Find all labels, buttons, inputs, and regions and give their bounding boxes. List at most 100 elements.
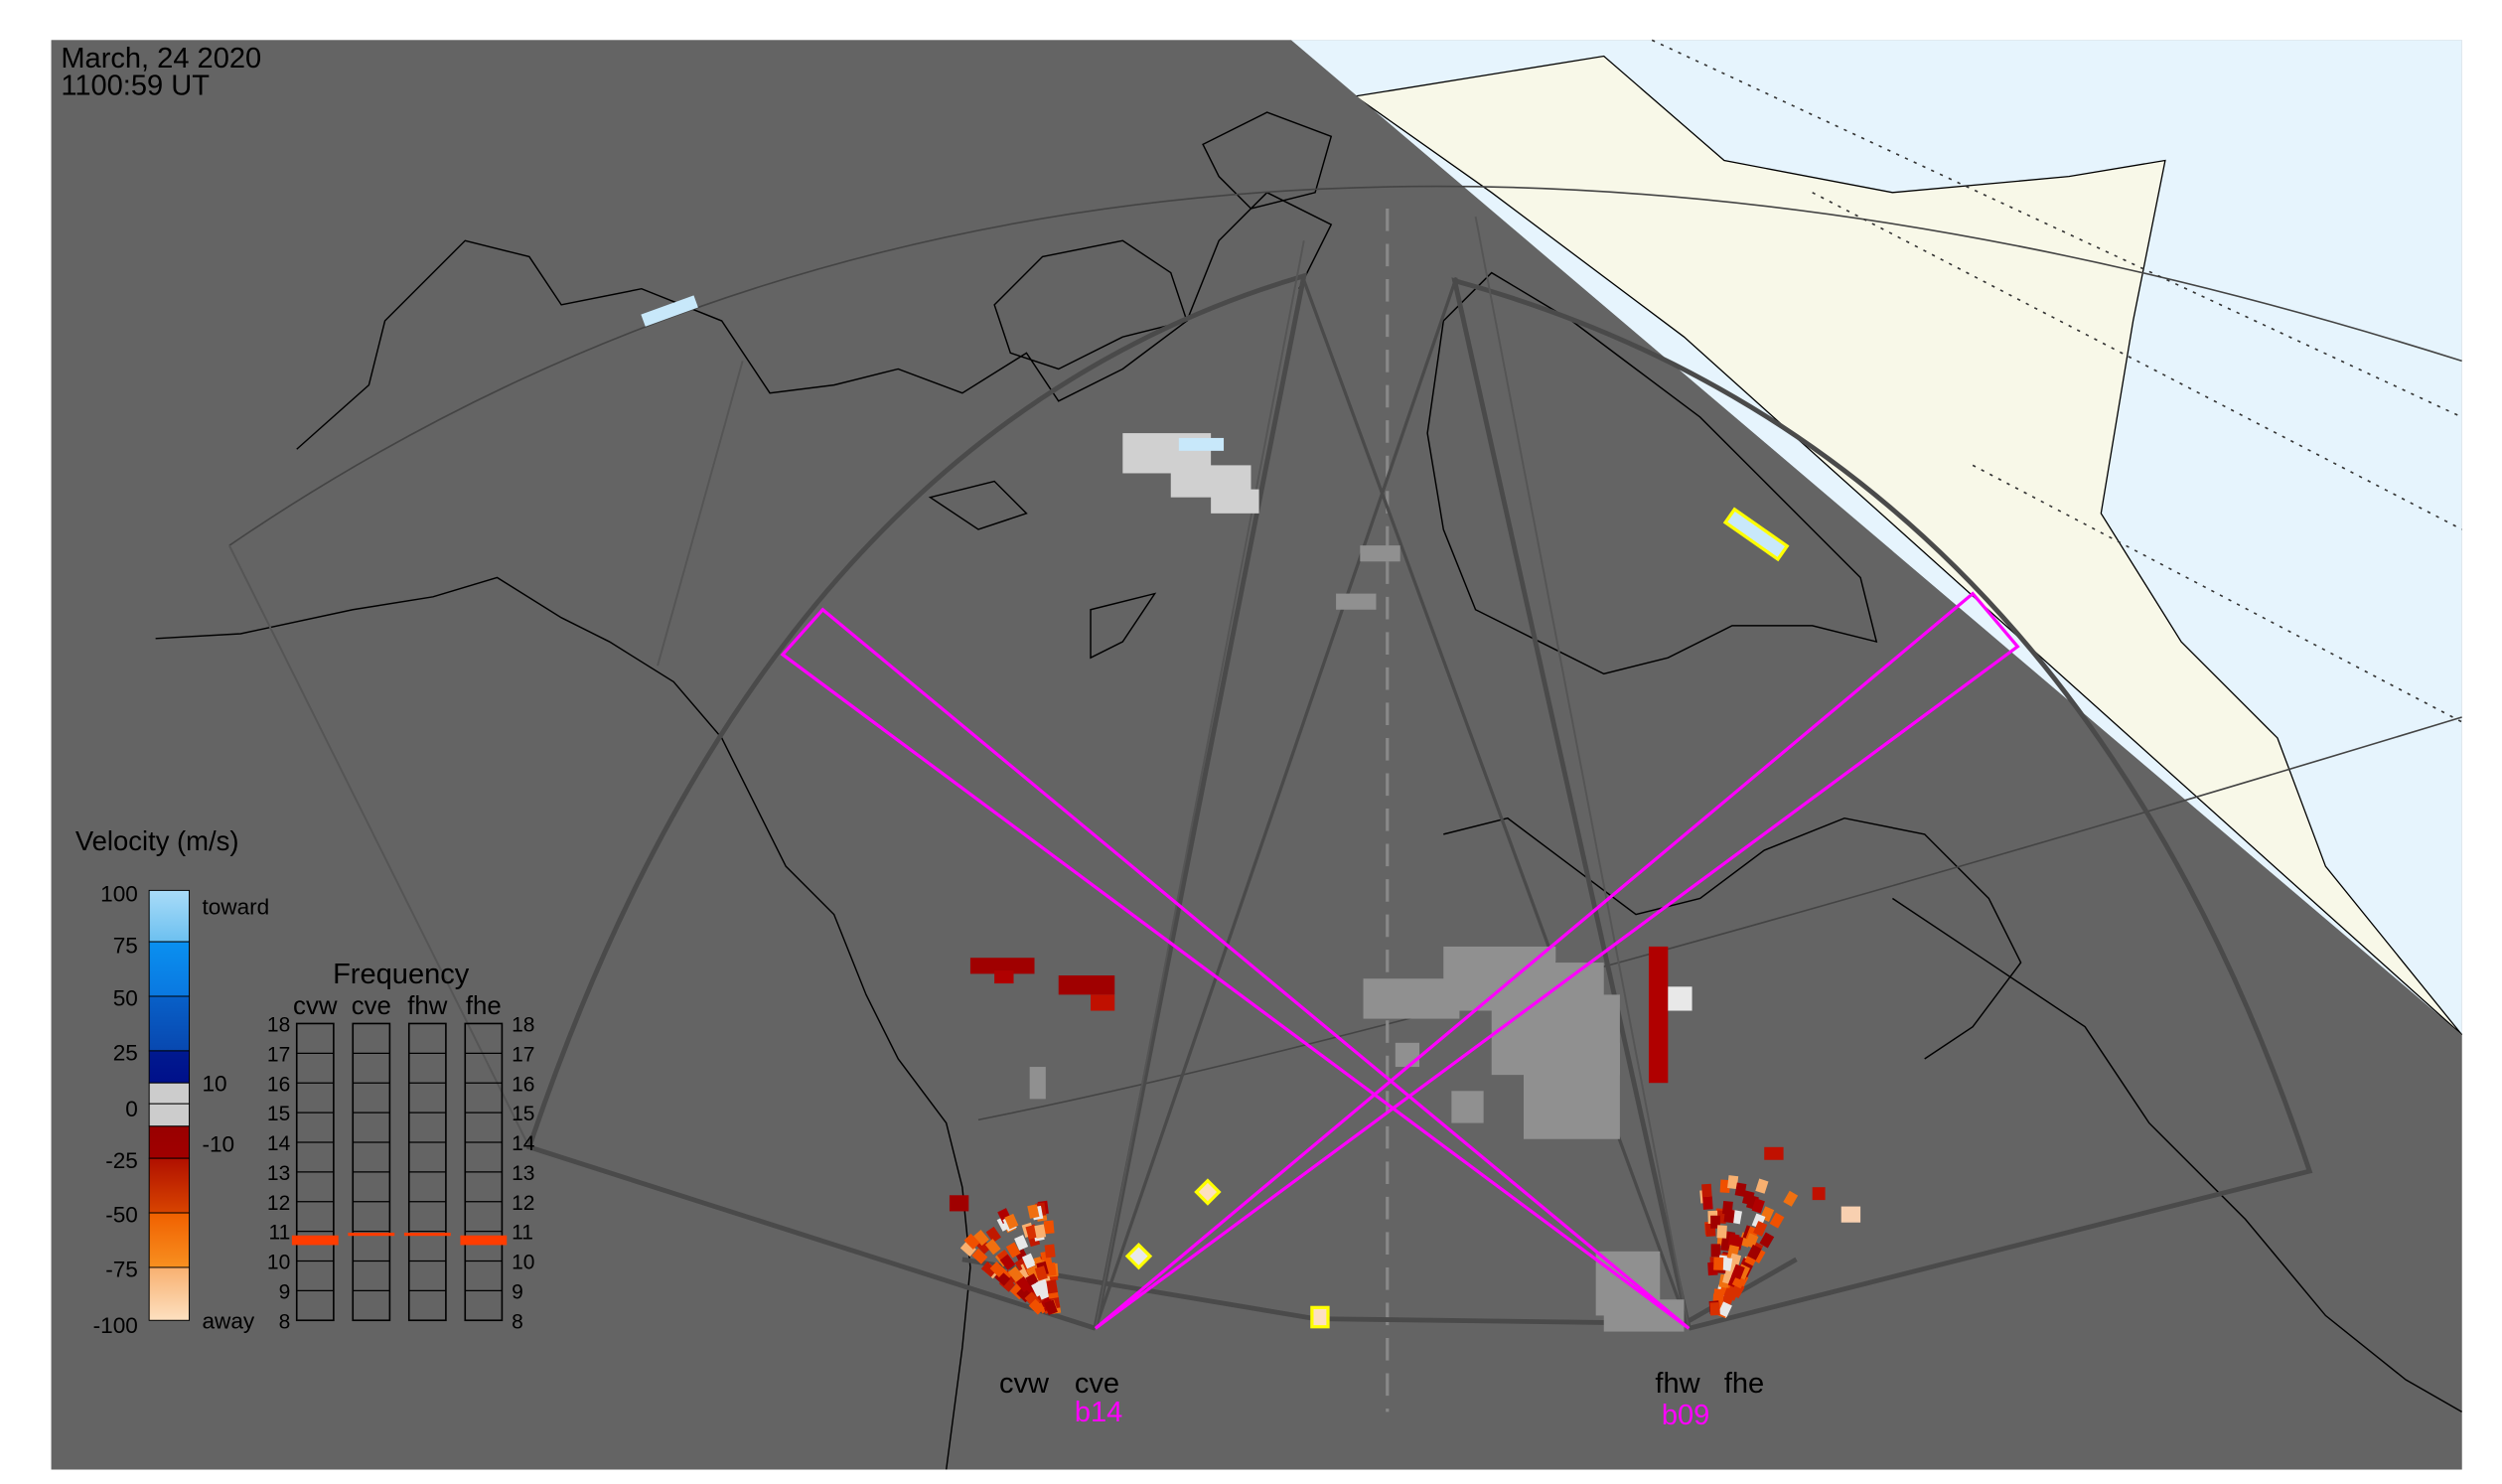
velocity-cell: [989, 1261, 1006, 1277]
velocity-cell: [1178, 437, 1225, 451]
frequency-radar-label-fhw: fhw: [407, 992, 448, 1020]
velocity-cell: [994, 970, 1014, 984]
velocity-cell: [963, 1233, 980, 1250]
beam-b09-outline: [780, 607, 1691, 1330]
colorbar-segment: [148, 1050, 191, 1084]
frequency-radar-label-cvw: cvw: [293, 992, 338, 1020]
colorbar-segment: [148, 889, 191, 943]
ground-scatter-cell: [1524, 1042, 1620, 1139]
frequency-tick-right: 9: [512, 1280, 523, 1303]
colorbar-segment: [148, 1103, 191, 1127]
colorbar-segment: [148, 1157, 191, 1214]
velocity-cell: [1091, 994, 1115, 1011]
velocity-cell: [1753, 1221, 1768, 1237]
velocity-cell: [1046, 1279, 1058, 1294]
velocity-cell: [641, 295, 698, 327]
frequency-marker-cvw: [291, 1235, 339, 1246]
site-label-fhe: fhe: [1724, 1368, 1764, 1400]
site-label-fhw: fhw: [1655, 1368, 1700, 1400]
radar-fov-thin-outlines: [228, 216, 1691, 1329]
velocity-cell: [1723, 1209, 1735, 1224]
frequency-tick-right: 8: [512, 1310, 523, 1333]
ground-scatter-cell: [1395, 1042, 1420, 1068]
legend-minus10-label: -10: [202, 1132, 234, 1157]
velocity-cell: [1034, 1265, 1048, 1281]
frequency-radar-label-cve: cve: [352, 992, 391, 1020]
colorbar-segment: [148, 995, 191, 1052]
velocity-cell: [969, 958, 1035, 974]
beam-b14-outline: [1094, 591, 2020, 1330]
velocity-cell: [1812, 1187, 1826, 1201]
velocity-cell: [1728, 1253, 1742, 1268]
header-text: March, 24 2020 1100:59 UT: [61, 43, 261, 101]
highlighted-cell: [1124, 1242, 1153, 1270]
colorbar-segment: [148, 1212, 191, 1268]
velocity-cell: [973, 1230, 989, 1247]
velocity-cell: [971, 1248, 988, 1264]
velocity-cell: [985, 1226, 1001, 1243]
velocity-cell: [959, 1241, 976, 1258]
velocity-cell: [1014, 1235, 1029, 1251]
velocity-cell: [1044, 1244, 1056, 1259]
velocity-cell: [1668, 986, 1693, 1011]
velocity-cell: [1029, 1067, 1046, 1100]
velocity-legend-title: Velocity (m/s): [75, 825, 239, 856]
frequency-radar-label-fhe: fhe: [466, 992, 502, 1020]
day-land: [1353, 55, 2463, 1036]
velocity-cell: [1034, 1224, 1047, 1239]
velocity-cell: [1028, 1298, 1045, 1315]
colorbar-tick-label: -100: [93, 1313, 138, 1338]
legend-plus10-label: 10: [202, 1071, 226, 1096]
velocity-cell: [1710, 1244, 1721, 1258]
velocity-cell: [1027, 1204, 1040, 1219]
velocity-cell: [1727, 1175, 1739, 1190]
frequency-marker-cve: [348, 1232, 395, 1237]
frequency-tick-left: 13: [267, 1162, 290, 1185]
frequency-tick-right: 11: [512, 1222, 533, 1245]
velocity-cell: [1764, 1146, 1784, 1160]
frequency-tick-right: 15: [512, 1103, 534, 1125]
colorbar-tick-label: 75: [113, 933, 138, 958]
site-labels: cvw cve b14 fhw fhe b09: [999, 1368, 1764, 1431]
velocity-cell: [1731, 1263, 1745, 1280]
frequency-tick-left: 9: [279, 1280, 291, 1303]
colorbar-tick-label: 100: [100, 882, 138, 907]
velocity-cell: [1713, 1257, 1724, 1270]
legend-toward-label: toward: [202, 895, 269, 920]
time-label: 1100:59 UT: [61, 70, 210, 101]
frequency-tick-left: 18: [267, 1014, 290, 1037]
velocity-cell: [1751, 1198, 1765, 1214]
velocity-cell: [1005, 1242, 1021, 1259]
beam-outlines: [780, 591, 2020, 1330]
highlighted-cell: [1194, 1178, 1222, 1206]
velocity-cell: [1058, 975, 1115, 995]
velocity-cell: [1717, 1301, 1732, 1318]
beam-label-b09: b09: [1662, 1400, 1709, 1431]
colorbar-tick-label: 25: [113, 1041, 138, 1066]
velocity-cell: [949, 1195, 969, 1212]
velocity-cell: [1336, 593, 1377, 610]
frequency-tick-right: 16: [512, 1073, 534, 1096]
frequency-tick-left: 16: [267, 1073, 290, 1096]
beam-label-b14: b14: [1075, 1397, 1122, 1428]
frequency-marker-fhw: [403, 1232, 451, 1237]
frequency-tick-left: 17: [267, 1043, 290, 1066]
frequency-tick-left: 12: [267, 1192, 290, 1215]
velocity-cell: [1004, 1213, 1019, 1230]
highlighted-cell: [1310, 1305, 1330, 1329]
date-label: March, 24 2020: [61, 43, 261, 74]
frequency-tick-left: 14: [267, 1132, 291, 1155]
ground-scatter-cell: [1363, 978, 1460, 1019]
colorbar-tick-label: -50: [105, 1203, 138, 1228]
colorbar-segment: [148, 1266, 191, 1321]
frequency-tick-right: 10: [512, 1252, 534, 1274]
velocity-cell: [1840, 1206, 1861, 1223]
site-label-cve: cve: [1075, 1368, 1119, 1400]
velocity-cell: [1044, 1299, 1058, 1315]
frequency-tick-right: 14: [512, 1132, 535, 1155]
frequency-tick-left: 8: [279, 1310, 291, 1333]
velocity-cell: [980, 1261, 997, 1277]
colorbar-tick-label: 0: [125, 1097, 138, 1121]
velocity-cell: [1719, 1179, 1731, 1194]
